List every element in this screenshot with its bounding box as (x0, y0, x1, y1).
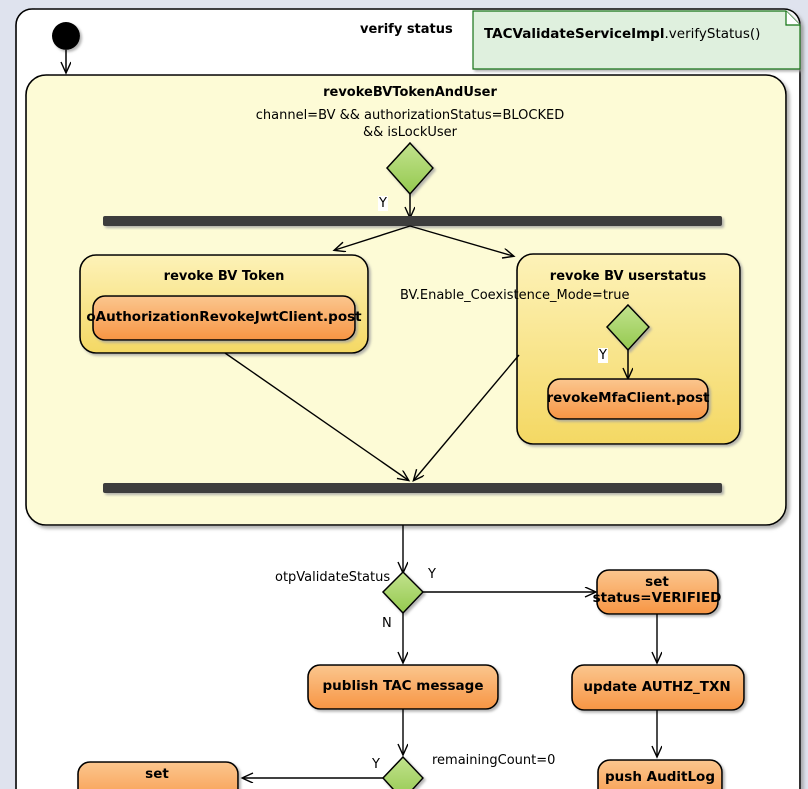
decision-otp-yes-label: Y (427, 567, 437, 582)
action-update-authz-txn-label: update AUTHZ_TXN (583, 679, 731, 695)
join-edges (224, 352, 520, 480)
group-userstatus-guard: BV.Enable_Coexistence_Mode=true (400, 288, 630, 303)
initial-node (52, 22, 80, 72)
partition-title: revokeBVTokenAndUser (323, 85, 497, 100)
decision-isLockUser-yes-label: Y (378, 196, 388, 211)
group-revoke-bv-token (79, 254, 369, 354)
group-revoke-bv-userstatus-title: revoke BV userstatus (549, 269, 707, 284)
action-set-status-verified-line1: set (645, 574, 669, 590)
page-title: verify status (360, 22, 453, 37)
fork-bar (103, 216, 722, 226)
action-set-status-verified (596, 569, 719, 662)
action-push-auditlog-label: push AuditLog (605, 769, 715, 785)
action-set-status-deleted-line1: set (145, 766, 169, 782)
note-bold-part: TACValidateServiceImpl (484, 26, 665, 42)
group-revoke-bv-token-title: revoke BV Token (163, 269, 285, 284)
action-publish-tac-message (307, 664, 499, 754)
note-shape (472, 10, 801, 70)
action-set-status-verified-line2: status=VERIFIED (592, 590, 722, 606)
action-oauthorization-revoke-jwt-client: oAuthorizationRevokeJwtClient.post (86, 309, 362, 325)
action-update-authz-txn (571, 664, 745, 756)
decision-isLockUser (385, 141, 435, 217)
decision-remainingCount (243, 755, 425, 789)
decision-remaining-guard-label: remainingCount=0 (432, 753, 556, 768)
decision-otpValidateStatus (381, 570, 595, 662)
group-revoke-bv-userstatus (516, 253, 741, 445)
decision-otp-no-label: N (381, 616, 393, 631)
action-push-auditlog (597, 759, 723, 789)
decision-otp-guard-label: otpValidateStatus (275, 570, 391, 585)
note-rest-part: .verifyStatus() (664, 26, 761, 42)
action-revoke-mfa-client: revokeMfaClient.post (546, 390, 710, 406)
decision-remaining-yes-label: Y (371, 757, 381, 772)
action-set-status-deleted (77, 761, 239, 789)
partition-guard-line1: channel=BV && authorizationStatus=BLOCKE… (255, 108, 565, 123)
action-publish-tac-message-label: publish TAC message (322, 678, 484, 694)
fork-edges (335, 225, 513, 256)
join-bar (103, 483, 722, 493)
partition-guard-line2: && isLockUser (362, 125, 458, 140)
note-text: TACValidateServiceImpl.verifyStatus() (484, 26, 760, 42)
decision-coexistence-yes-label: Y (598, 348, 608, 363)
